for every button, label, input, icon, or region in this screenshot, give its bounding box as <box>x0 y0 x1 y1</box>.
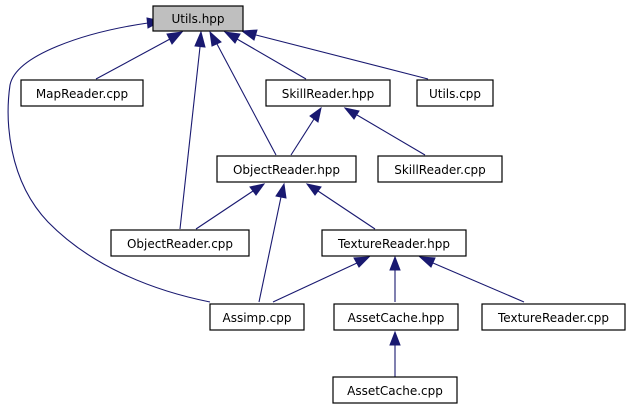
node-assetcache-cpp[interactable]: AssetCache.cpp <box>332 376 458 404</box>
node-utils-hpp[interactable]: Utils.hpp <box>152 5 244 32</box>
edge-skillreader-hpp-to-utils-hpp <box>223 31 307 80</box>
node-label: Utils.hpp <box>171 12 224 26</box>
node-objectreader-cpp[interactable]: ObjectReader.cpp <box>110 229 250 257</box>
node-label: SkillReader.cpp <box>394 163 486 177</box>
node-label: ObjectReader.cpp <box>127 237 233 251</box>
node-label: AssetCache.cpp <box>347 384 443 398</box>
edge-skillreader-cpp-to-skillreader-hpp <box>343 107 426 156</box>
node-label: SkillReader.hpp <box>282 87 375 101</box>
edge-objectreader-hpp-to-skillreader-hpp <box>290 106 322 156</box>
node-skillreader-hpp[interactable]: SkillReader.hpp <box>265 79 391 107</box>
node-label: TextureReader.hpp <box>337 237 450 251</box>
node-objectreader-hpp[interactable]: ObjectReader.hpp <box>216 155 357 183</box>
edge-utils-cpp-to-utils-hpp <box>240 29 429 80</box>
node-assimp-cpp[interactable]: Assimp.cpp <box>209 303 305 331</box>
edge-assimp-cpp-to-utils-hpp <box>7 17 211 303</box>
node-mapreader-cpp[interactable]: MapReader.cpp <box>20 79 144 107</box>
edge-assetcache-cpp-to-assetcache-hpp <box>389 330 401 377</box>
node-skillreader-cpp[interactable]: SkillReader.cpp <box>377 155 503 183</box>
node-texturereader-cpp[interactable]: TextureReader.cpp <box>481 303 626 331</box>
node-utils-cpp[interactable]: Utils.cpp <box>416 79 494 107</box>
node-label: Assimp.cpp <box>223 311 292 325</box>
edge-texturereader-cpp-to-texturereader-hpp <box>418 256 525 303</box>
edge-objectreader-hpp-to-utils-hpp <box>209 30 277 156</box>
edge-mapreader-cpp-to-utils-hpp <box>95 31 184 80</box>
edge-assimp-cpp-to-texturereader-hpp <box>272 256 371 303</box>
edge-assetcache-hpp-to-texturereader-hpp <box>389 255 401 302</box>
edge-objectreader-cpp-to-objectreader-hpp <box>195 183 266 230</box>
edge-texturereader-hpp-to-objectreader-hpp <box>305 183 376 230</box>
edge-assimp-cpp-to-objectreader-hpp <box>258 182 287 303</box>
node-label: Utils.cpp <box>429 87 481 101</box>
node-label: TextureReader.cpp <box>497 311 609 325</box>
node-label: ObjectReader.hpp <box>233 163 340 177</box>
edge-objectreader-cpp-to-utils-hpp <box>179 30 206 230</box>
node-label: MapReader.cpp <box>36 87 128 101</box>
node-texturereader-hpp[interactable]: TextureReader.hpp <box>321 229 467 257</box>
node-label: AssetCache.hpp <box>348 311 445 325</box>
node-assetcache-hpp[interactable]: AssetCache.hpp <box>333 303 459 331</box>
